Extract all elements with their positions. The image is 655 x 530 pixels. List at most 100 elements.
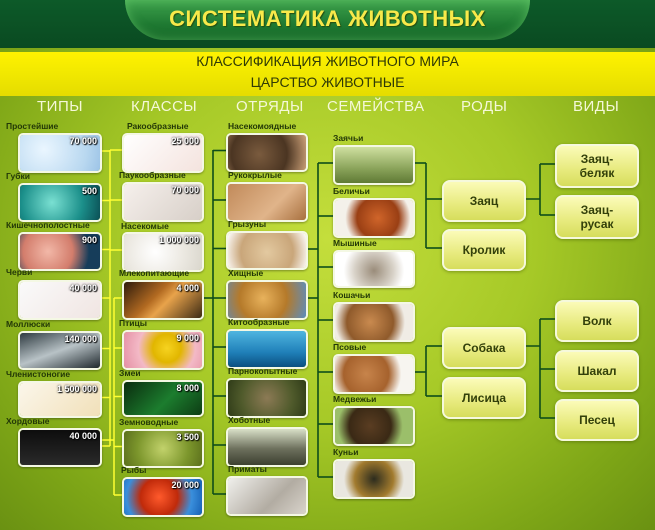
family-label: Куньи <box>333 447 359 457</box>
header-families: СЕМЕЙСТВА <box>327 98 425 115</box>
type-photo <box>20 234 100 269</box>
class-card: 70 000 <box>122 182 204 222</box>
type-label: Моллюски <box>6 319 51 329</box>
order-photo <box>228 233 306 268</box>
type-species-count: 900 <box>81 235 97 245</box>
order-photo <box>228 184 306 220</box>
family-photo <box>335 408 413 444</box>
class-card: 20 000 <box>122 477 204 517</box>
order-label: Насекомоядные <box>228 121 297 131</box>
header-genera: РОДЫ <box>461 98 508 115</box>
type-photo <box>20 383 100 416</box>
family-label: Беличьи <box>333 186 370 196</box>
type-species-count: 140 000 <box>64 334 97 344</box>
order-photo <box>228 282 306 318</box>
class-species-count: 3 500 <box>176 432 199 442</box>
family-card <box>333 145 415 185</box>
family-photo <box>335 304 413 340</box>
class-species-count: 8 000 <box>176 383 199 393</box>
family-photo <box>335 147 413 183</box>
family-card <box>333 198 415 238</box>
family-card <box>333 250 415 288</box>
class-card: 4 000 <box>122 280 204 320</box>
class-photo <box>124 282 202 318</box>
family-card <box>333 354 415 394</box>
type-label: Губки <box>6 171 30 181</box>
order-label: Рукокрылые <box>228 170 282 180</box>
order-photo <box>228 478 306 514</box>
type-card: 140 000 <box>18 331 102 370</box>
type-photo <box>20 282 100 318</box>
class-species-count: 9 000 <box>176 333 199 343</box>
type-species-count: 70 000 <box>69 136 97 146</box>
order-card <box>226 133 308 172</box>
class-card: 3 500 <box>122 429 204 468</box>
order-card <box>226 476 308 516</box>
type-species-count: 40 000 <box>69 283 97 293</box>
family-photo <box>335 356 413 392</box>
type-photo <box>20 185 100 220</box>
subtitle-kingdom: ЦАРСТВО ЖИВОТНЫЕ <box>250 74 405 90</box>
order-card <box>226 427 308 467</box>
type-species-count: 1 500 000 <box>56 384 97 394</box>
header-types: ТИПЫ <box>37 98 84 115</box>
class-species-count: 1 000 000 <box>158 235 199 245</box>
class-photo <box>124 135 202 171</box>
header-species: ВИДЫ <box>573 98 620 115</box>
title-plate <box>125 0 530 40</box>
class-photo <box>124 332 202 368</box>
family-card <box>333 302 415 342</box>
order-card <box>226 378 308 418</box>
type-label: Хордовые <box>6 416 50 426</box>
species-box: Волк <box>555 300 639 342</box>
subtitle-classification: КЛАССИФИКАЦИЯ ЖИВОТНОГО МИРА <box>196 53 459 69</box>
class-photo <box>124 479 202 515</box>
order-label: Хищные <box>228 268 264 278</box>
order-card <box>226 280 308 320</box>
class-photo <box>124 184 202 220</box>
class-card: 25 000 <box>122 133 204 173</box>
type-label: Членистоногие <box>6 369 71 379</box>
genus-box: Лисица <box>442 377 526 419</box>
header-classes: КЛАССЫ <box>131 98 198 115</box>
class-label: Насекомые <box>121 221 169 231</box>
poster-title: СИСТЕМАТИКА ЖИВОТНЫХ <box>169 6 486 31</box>
class-card: 9 000 <box>122 330 204 370</box>
species-box: Шакал <box>555 350 639 392</box>
class-card: 8 000 <box>122 380 204 417</box>
family-label: Псовые <box>333 342 367 352</box>
class-species-count: 4 000 <box>176 283 199 293</box>
family-photo <box>335 252 413 286</box>
type-card: 40 000 <box>18 280 102 320</box>
order-label: Приматы <box>228 464 267 474</box>
genus-box: Собака <box>442 327 526 369</box>
class-label: Земноводные <box>119 417 179 427</box>
family-label: Заячьи <box>333 133 364 143</box>
type-label: Черви <box>6 267 33 277</box>
type-photo <box>20 430 100 465</box>
class-label: Млекопитающие <box>119 268 190 278</box>
order-label: Хоботные <box>228 415 271 425</box>
species-box: Заяц- русак <box>555 195 639 239</box>
family-card <box>333 459 415 499</box>
class-label: Паукообразные <box>119 170 186 180</box>
species-box: Заяц- беляк <box>555 144 639 188</box>
genus-box: Заяц <box>442 180 526 222</box>
class-species-count: 70 000 <box>171 185 199 195</box>
class-label: Ракообразные <box>127 121 189 131</box>
class-photo <box>124 382 202 415</box>
order-photo <box>228 380 306 416</box>
class-photo <box>124 431 202 466</box>
class-label: Змеи <box>119 368 141 378</box>
class-card: 1 000 000 <box>122 232 204 272</box>
family-label: Медвежьи <box>333 394 377 404</box>
order-card <box>226 231 308 270</box>
class-species-count: 25 000 <box>171 136 199 146</box>
order-photo <box>228 135 306 170</box>
family-photo <box>335 461 413 497</box>
order-photo <box>228 429 306 465</box>
type-photo <box>20 333 100 368</box>
type-species-count: 500 <box>81 186 97 196</box>
